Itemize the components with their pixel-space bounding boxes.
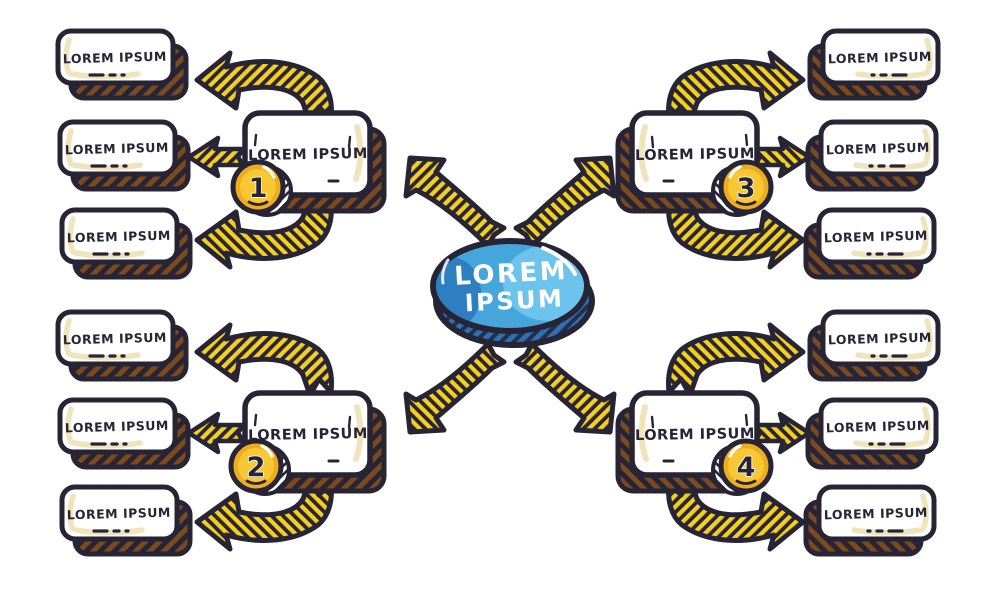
branch-number: 1 xyxy=(249,173,268,204)
child-node: LOREM IPSUM xyxy=(806,210,934,277)
child-node: LOREM IPSUM xyxy=(808,122,936,189)
branch-node-label: LOREM IPSUM xyxy=(635,146,755,164)
child-node-label: LOREM IPSUM xyxy=(828,49,932,67)
radial-arrow-icon xyxy=(406,158,504,246)
child-node-label: LOREM IPSUM xyxy=(67,228,171,246)
curved-arrow-icon xyxy=(669,325,803,395)
branch-node-3: LOREM IPSUM xyxy=(618,113,757,211)
branch-number: 3 xyxy=(737,173,756,204)
child-node-label: LOREM IPSUM xyxy=(824,505,928,523)
child-node-label: LOREM IPSUM xyxy=(826,418,930,436)
child-node: LOREM IPSUM xyxy=(62,487,190,554)
child-node-label: LOREM IPSUM xyxy=(828,330,932,348)
branch-number-badge-4: 4 xyxy=(713,441,771,494)
highlight-stroke xyxy=(441,258,450,285)
child-node-label: LOREM IPSUM xyxy=(63,330,167,348)
branch-number-badge-3: 3 xyxy=(713,162,771,215)
curved-arrow-icon xyxy=(197,325,331,395)
child-node-label: LOREM IPSUM xyxy=(824,228,928,246)
child-node: LOREM IPSUM xyxy=(60,122,188,189)
central-topic-label-line1: LOREM xyxy=(453,256,568,292)
branch-number-badge-2: 2 xyxy=(231,441,289,494)
branch-node-label: LOREM IPSUM xyxy=(248,146,368,164)
short-arrow-icon xyxy=(189,414,243,452)
child-node: LOREM IPSUM xyxy=(808,400,936,467)
child-node: LOREM IPSUM xyxy=(810,31,938,98)
central-topic-label-line2: IPSUM xyxy=(464,284,565,317)
highlight-stroke xyxy=(541,246,577,276)
branch-node-label: LOREM IPSUM xyxy=(248,426,368,444)
child-node: LOREM IPSUM xyxy=(60,400,188,467)
branch-node-1: LOREM IPSUM xyxy=(245,113,384,211)
branch-number-badge-1: 1 xyxy=(233,162,291,215)
child-node-label: LOREM IPSUM xyxy=(826,140,930,158)
branch-number: 2 xyxy=(247,452,266,483)
radial-arrow-icon xyxy=(516,344,614,432)
branch-number: 4 xyxy=(737,452,756,483)
branch-node-2: LOREM IPSUM xyxy=(245,393,384,491)
short-arrow-icon xyxy=(189,138,243,176)
branch-node-4: LOREM IPSUM xyxy=(618,393,757,491)
radial-arrow-icon xyxy=(516,158,614,246)
child-node: LOREM IPSUM xyxy=(62,210,190,277)
child-node-label: LOREM IPSUM xyxy=(65,140,169,158)
central-topic-shading xyxy=(436,245,584,328)
child-node: LOREM IPSUM xyxy=(58,312,186,379)
radial-arrow-icon xyxy=(406,344,504,432)
branch-node-label: LOREM IPSUM xyxy=(635,426,755,444)
child-node-label: LOREM IPSUM xyxy=(63,49,167,67)
child-node-label: LOREM IPSUM xyxy=(65,418,169,436)
child-node: LOREM IPSUM xyxy=(806,487,934,554)
child-node: LOREM IPSUM xyxy=(58,31,186,98)
central-topic: LOREM IPSUM xyxy=(430,238,595,348)
child-node: LOREM IPSUM xyxy=(810,312,938,379)
child-node-label: LOREM IPSUM xyxy=(67,505,171,523)
